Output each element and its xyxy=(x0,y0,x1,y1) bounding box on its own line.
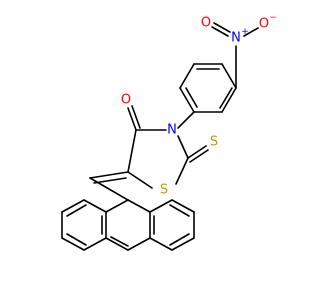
bond xyxy=(105,199,129,213)
bond xyxy=(175,157,189,185)
bond xyxy=(179,63,195,89)
bond xyxy=(127,199,151,213)
bond xyxy=(127,129,137,173)
bond xyxy=(66,233,87,246)
bond xyxy=(127,171,153,189)
bond xyxy=(149,199,173,213)
bond xyxy=(211,26,229,37)
bond xyxy=(189,149,209,163)
bond xyxy=(171,237,195,251)
bond xyxy=(66,204,87,217)
bond xyxy=(83,199,107,213)
bond xyxy=(171,199,195,213)
bond xyxy=(221,63,237,89)
bond xyxy=(169,233,190,246)
atom-labels: N + O O − N O S S xyxy=(121,13,277,198)
bond xyxy=(177,135,189,159)
bond xyxy=(61,199,85,213)
bond xyxy=(177,111,195,129)
bond xyxy=(219,87,233,109)
bond xyxy=(243,27,259,37)
carbonyl-oxygen-label: O xyxy=(121,93,131,108)
nitro-oxygen-left-label: O xyxy=(201,16,211,31)
thione-sulfur-label: S xyxy=(210,135,218,150)
bond xyxy=(89,171,129,179)
nitro-oxygen-right-charge: − xyxy=(269,13,277,23)
bond xyxy=(83,237,107,251)
nitro-nitrogen-charge: + xyxy=(241,27,249,37)
bond xyxy=(213,22,231,33)
bond xyxy=(131,105,141,129)
molecule-structure: N + O O − N O S S xyxy=(61,13,277,251)
bond xyxy=(185,87,198,108)
bond xyxy=(105,237,129,251)
bond xyxy=(89,177,129,201)
bond xyxy=(169,204,190,217)
bond xyxy=(179,87,195,113)
bond xyxy=(149,237,173,251)
bond xyxy=(187,145,207,159)
bond xyxy=(93,177,127,184)
bond xyxy=(127,107,137,131)
bond xyxy=(110,236,129,247)
ring-sulfur-label: S xyxy=(160,183,168,198)
bond xyxy=(221,87,237,113)
nitro-oxygen-right-label: O xyxy=(259,17,269,32)
nitro-nitrogen-label: N xyxy=(231,31,241,46)
bond xyxy=(61,237,85,251)
bond xyxy=(127,237,151,251)
bond-layer xyxy=(61,22,259,251)
ring-nitrogen-label: N xyxy=(167,123,177,138)
